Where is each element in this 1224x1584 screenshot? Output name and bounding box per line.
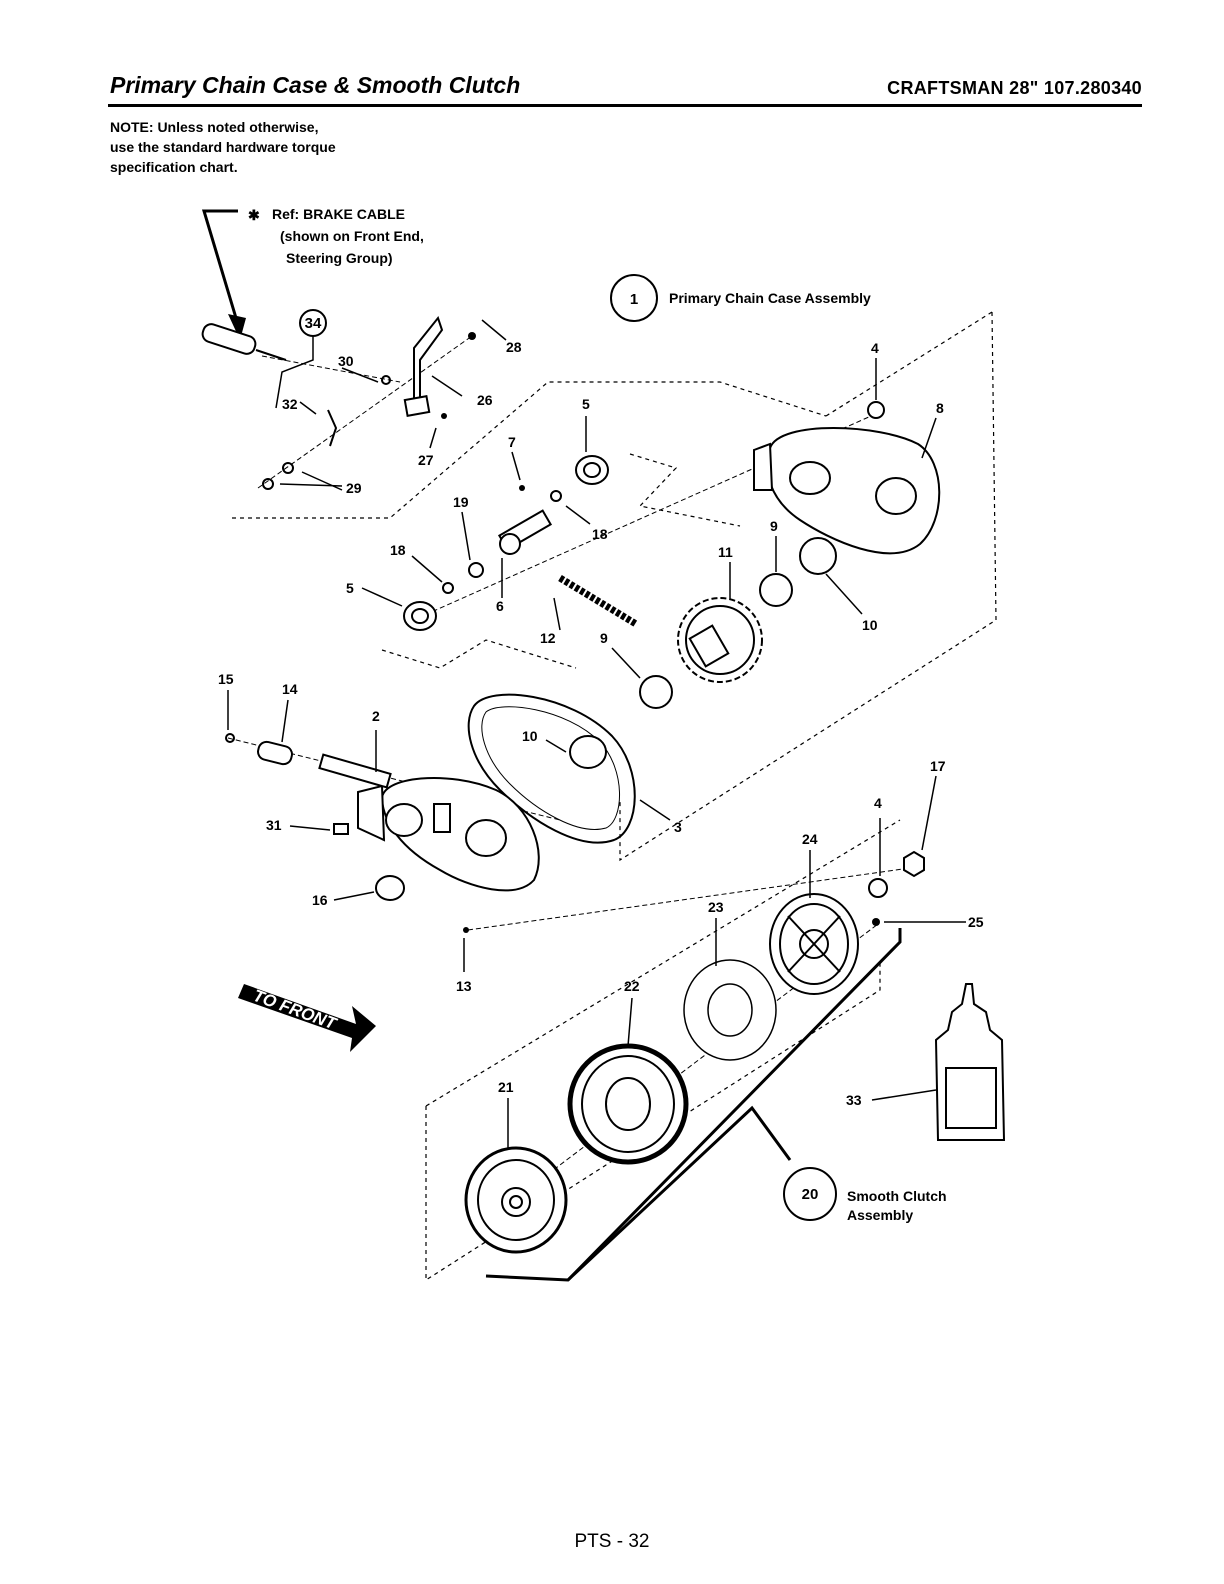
brake-ref-line-1: Ref: BRAKE CABLE xyxy=(272,206,405,222)
nut-part-17 xyxy=(903,850,925,878)
label-30: 30 xyxy=(338,353,354,369)
washer-part-4a xyxy=(867,401,885,419)
nut-part-25 xyxy=(872,918,880,926)
page-title: Primary Chain Case & Smooth Clutch xyxy=(110,72,521,98)
callout-20-text-1: Smooth Clutch xyxy=(847,1188,947,1204)
callout-1-text: Primary Chain Case Assembly xyxy=(669,290,871,306)
label-31: 31 xyxy=(266,817,282,833)
to-front-label: TO FRONT xyxy=(251,986,340,1034)
label-29: 29 xyxy=(346,480,362,496)
callout-34-bracket xyxy=(275,336,314,409)
label-8: 8 xyxy=(936,400,944,416)
label-5b: 5 xyxy=(346,580,354,596)
label-4b: 4 xyxy=(874,795,882,811)
header-rule xyxy=(108,104,1142,107)
label-19: 19 xyxy=(453,494,469,510)
brake-ref-asterisk: ✱ xyxy=(248,207,260,223)
gasket-part xyxy=(467,693,636,844)
callout-20-text-2: Assembly xyxy=(847,1207,913,1223)
nut-part-28 xyxy=(468,332,476,340)
clutch-bracket-line xyxy=(566,928,902,1282)
brake-ref-line-3: Steering Group) xyxy=(286,250,393,266)
leader-lines xyxy=(227,319,966,1150)
snap-ring-part-18a xyxy=(550,490,562,502)
label-26: 26 xyxy=(477,392,493,408)
label-15: 15 xyxy=(218,671,234,687)
spring-part-32 xyxy=(327,409,338,447)
label-7: 7 xyxy=(508,434,516,450)
nut-part-29 xyxy=(262,478,274,490)
clip-part-15 xyxy=(225,733,235,743)
washer-part-19 xyxy=(468,562,484,578)
label-11: 11 xyxy=(718,544,733,560)
page-number: PTS - 32 xyxy=(574,1531,650,1552)
label-21: 21 xyxy=(498,1079,514,1095)
label-17: 17 xyxy=(930,758,946,774)
callout-20-bracket xyxy=(485,1105,792,1282)
label-6: 6 xyxy=(496,598,504,614)
label-33: 33 xyxy=(846,1092,862,1108)
plug-part-16 xyxy=(375,875,405,901)
torque-note: NOTE: Unless noted otherwise, use the st… xyxy=(110,117,336,177)
label-23: 23 xyxy=(708,899,724,915)
label-10a: 10 xyxy=(862,617,878,633)
label-14: 14 xyxy=(282,681,298,697)
washer-part-4b xyxy=(868,878,888,898)
to-front-arrow: TO FRONT xyxy=(238,984,376,1052)
callout-20-circle xyxy=(783,1167,837,1221)
note-line-3: specification chart. xyxy=(110,159,238,175)
label-9a: 9 xyxy=(770,518,778,534)
chain-case-part xyxy=(318,753,540,892)
brake-lever-part xyxy=(403,315,444,417)
snap-ring-part-18b xyxy=(442,582,454,594)
label-13: 13 xyxy=(456,978,472,994)
label-16: 16 xyxy=(312,892,328,908)
model-number: CRAFTSMAN 28" 107.280340 xyxy=(887,78,1142,98)
washer-part-29 xyxy=(282,462,294,474)
note-line-2: use the standard hardware torque xyxy=(110,139,336,155)
label-28: 28 xyxy=(506,339,522,355)
note-line-1: NOTE: Unless noted otherwise, xyxy=(110,119,319,135)
brake-cable-part xyxy=(201,323,287,361)
label-32: 32 xyxy=(282,396,298,412)
chain-part xyxy=(558,575,638,627)
sprocket-part xyxy=(677,597,763,683)
label-2: 2 xyxy=(372,708,380,724)
brake-cable-arrow xyxy=(201,209,246,340)
part-labels: 28 30 26 27 29 32 5 7 18 19 18 5 6 4 8 9… xyxy=(218,339,984,1108)
callout-1-circle xyxy=(610,274,658,322)
bearing-parts xyxy=(403,455,837,709)
label-3: 3 xyxy=(674,819,682,835)
label-9b: 9 xyxy=(600,630,608,646)
label-4a: 4 xyxy=(871,340,879,356)
shaft-part xyxy=(497,509,553,555)
callout-20-number: 20 xyxy=(802,1186,819,1203)
label-24: 24 xyxy=(802,831,818,847)
clutch-parts xyxy=(464,893,859,1254)
label-18b: 18 xyxy=(390,542,406,558)
label-27: 27 xyxy=(418,452,434,468)
label-22: 22 xyxy=(624,978,640,994)
chain-case-cover-part xyxy=(753,427,941,555)
bolt-part-31 xyxy=(333,823,349,835)
screw-part-13 xyxy=(463,927,469,933)
label-12: 12 xyxy=(540,630,556,646)
label-5a: 5 xyxy=(582,396,590,412)
label-18a: 18 xyxy=(592,526,608,542)
brake-ref-line-2: (shown on Front End, xyxy=(280,228,424,244)
label-10b: 10 xyxy=(522,728,538,744)
bushing-part-14 xyxy=(257,740,293,766)
lubricant-bottle-part xyxy=(934,983,1006,1141)
washer-part-30 xyxy=(381,375,391,385)
label-25: 25 xyxy=(968,914,984,930)
screw-part-27 xyxy=(441,413,447,419)
callout-34-number: 34 xyxy=(305,315,322,332)
key-part-7 xyxy=(519,485,525,491)
callout-1-number: 1 xyxy=(630,291,638,308)
